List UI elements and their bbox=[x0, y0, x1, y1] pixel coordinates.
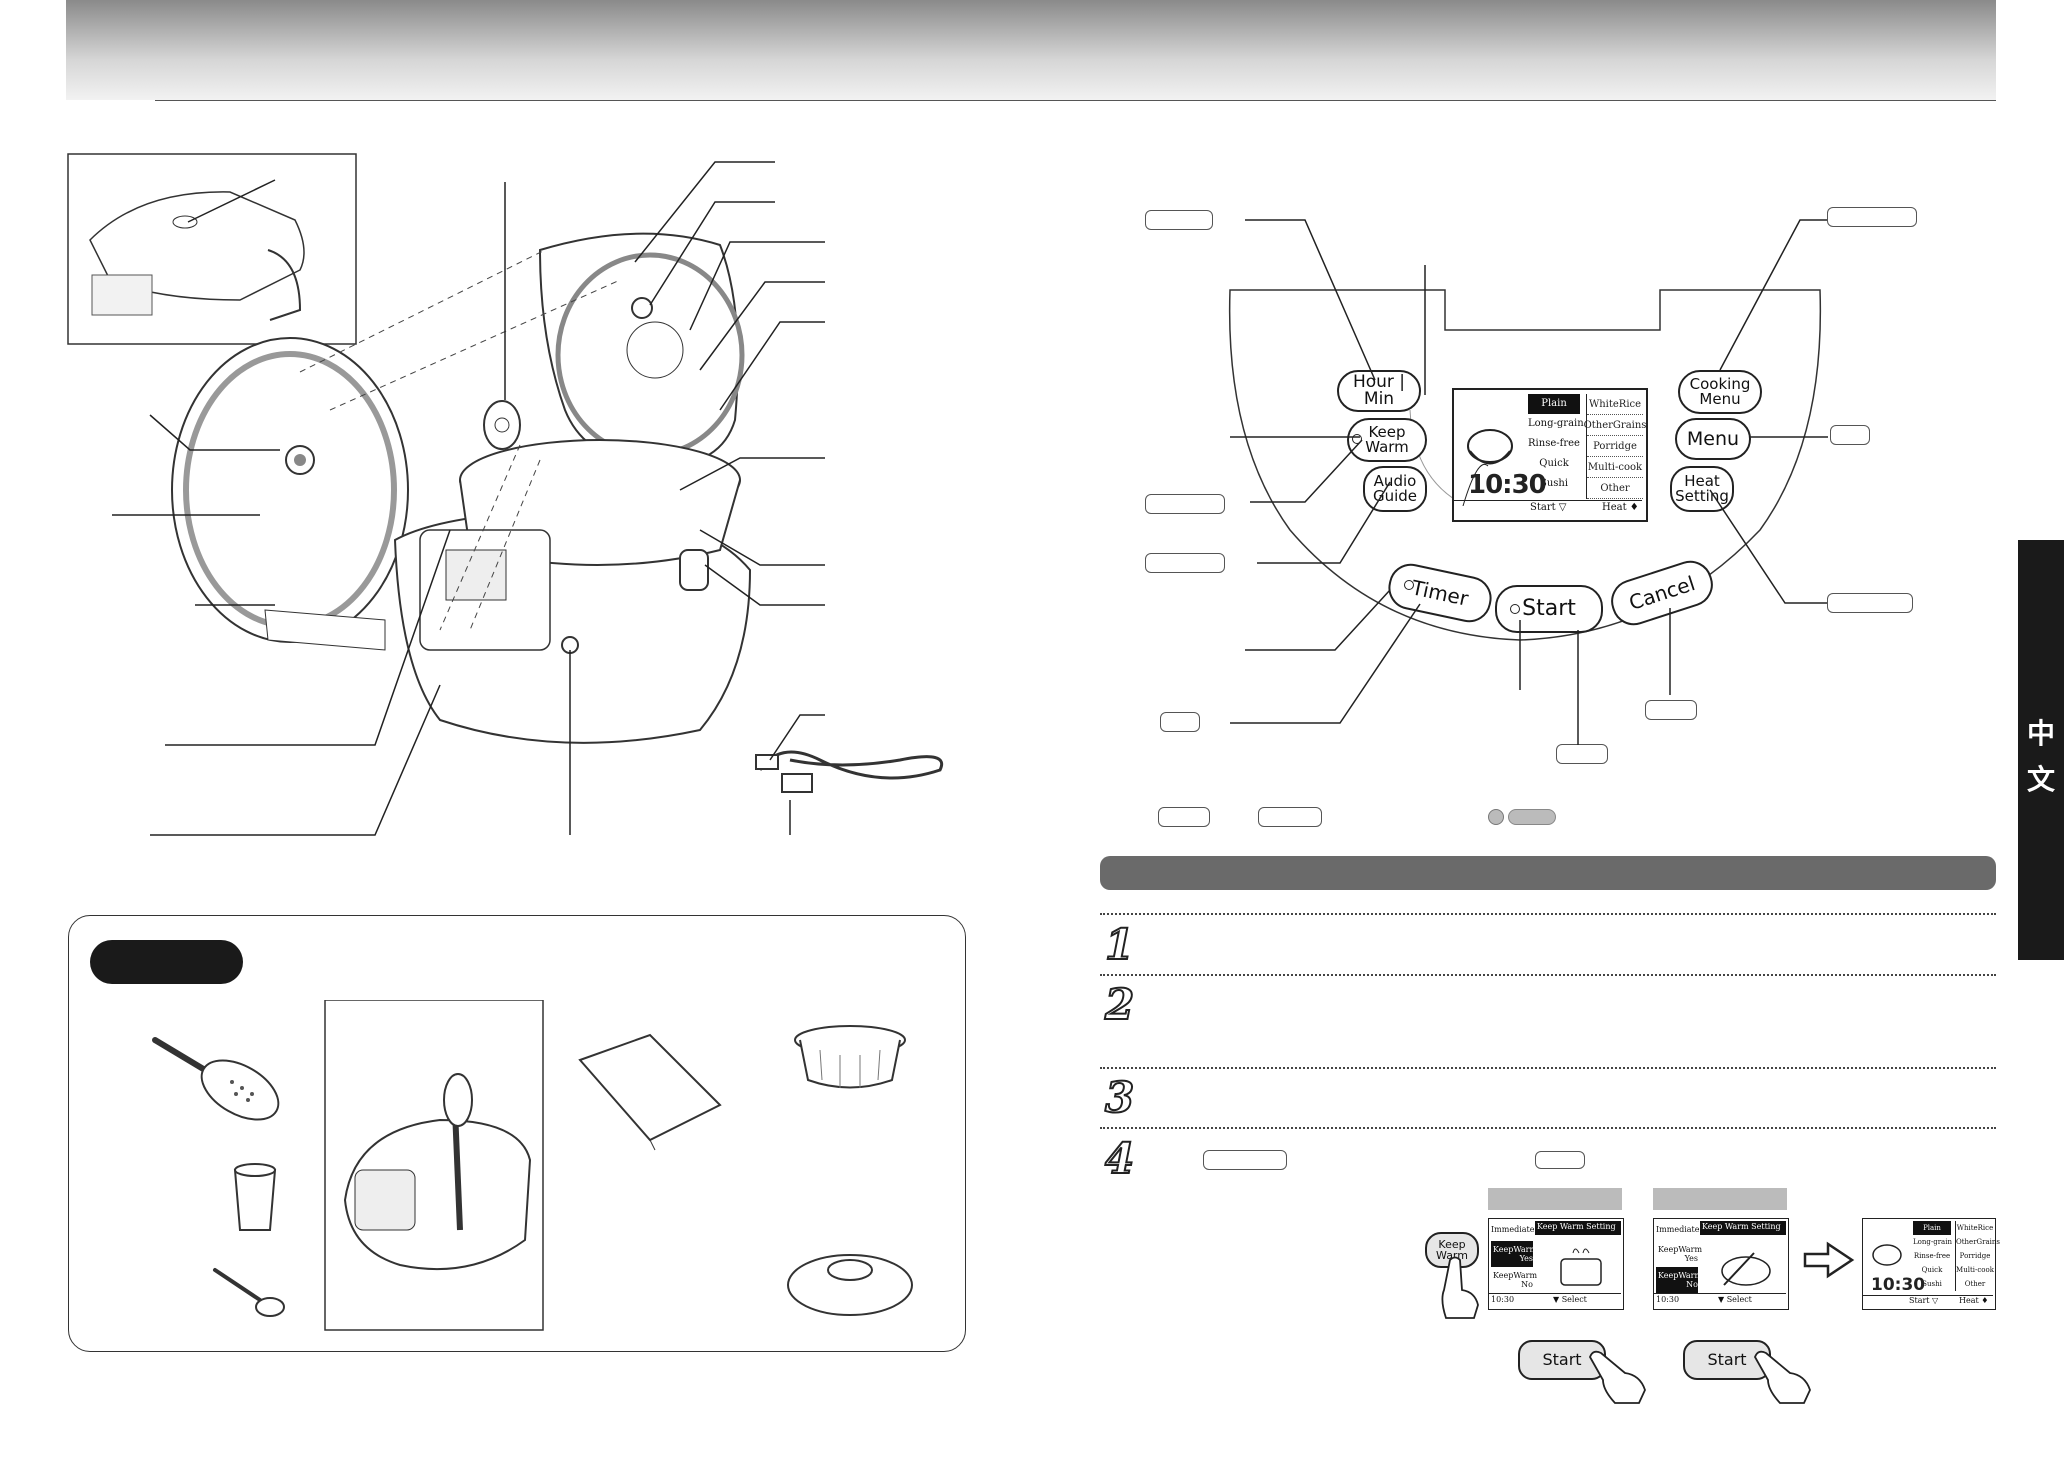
result-start-label: Start ▽ bbox=[1909, 1296, 1939, 1305]
indicator-legend-dot bbox=[1488, 809, 1504, 825]
label-pill bbox=[1827, 207, 1917, 227]
power-cord bbox=[758, 750, 944, 780]
start-indicator bbox=[1510, 604, 1520, 614]
lcd-item-rinse-free: Rinse-free bbox=[1528, 438, 1580, 449]
result-item-white-rice: WhiteRice bbox=[1956, 1224, 1994, 1232]
label-pill bbox=[1535, 1151, 1585, 1169]
steam-lid bbox=[787, 1254, 913, 1316]
header-rule bbox=[155, 100, 1996, 101]
finger-icon bbox=[1441, 1256, 1479, 1319]
result-item-porridge: Porridge bbox=[1959, 1252, 1991, 1260]
lcd-item-multi-cook: Multi-cook bbox=[1587, 457, 1643, 478]
label-pill bbox=[1145, 494, 1225, 514]
result-item-long-grain: Long-grain bbox=[1913, 1238, 1952, 1246]
lcd-item-other-grains: OtherGrains bbox=[1584, 415, 1646, 436]
label-pill bbox=[1830, 425, 1870, 445]
accessories-box bbox=[68, 915, 966, 1352]
finger-icon bbox=[1589, 1350, 1646, 1404]
start-button[interactable]: Start bbox=[1495, 585, 1603, 633]
language-side-tab bbox=[2018, 540, 2064, 960]
result-item-sushi: Sushi bbox=[1922, 1280, 1942, 1288]
step-number-2: 2 bbox=[1104, 979, 1135, 1030]
label-pill bbox=[1203, 1150, 1287, 1170]
screen1: Immediate KeepWarm Yes KeepWarm No Keep … bbox=[1488, 1218, 1624, 1310]
keep-warm-indicator bbox=[1352, 434, 1362, 444]
screen1-select: ▼ Select bbox=[1553, 1295, 1587, 1304]
screen2: Immediate KeepWarm Yes KeepWarm No Keep … bbox=[1653, 1218, 1789, 1310]
screen2-caption-bar bbox=[1653, 1188, 1787, 1210]
inner-lid bbox=[171, 337, 409, 643]
menu-button[interactable]: Menu bbox=[1675, 418, 1751, 460]
label-pill bbox=[1827, 593, 1913, 613]
page-header-band bbox=[66, 0, 1996, 100]
screen1-caption-bar bbox=[1488, 1188, 1622, 1210]
screen1-kw-yes: KeepWarm Yes bbox=[1493, 1245, 1538, 1263]
step-number-1: 1 bbox=[1104, 919, 1135, 970]
rice-cooker-parts-diagram bbox=[67, 153, 944, 836]
step-separator bbox=[1100, 974, 1996, 976]
screen1-immediate: Immediate bbox=[1491, 1225, 1535, 1234]
instruction-booklet bbox=[578, 1033, 722, 1142]
side-tab-char-1: 中 bbox=[2026, 717, 2055, 750]
screen2-kw-yes: KeepWarm Yes bbox=[1658, 1245, 1703, 1263]
screen2-immediate: Immediate bbox=[1656, 1225, 1700, 1234]
screen2-kw-no: KeepWarm No bbox=[1658, 1271, 1703, 1289]
indicator-legend-pill bbox=[1508, 809, 1556, 825]
rice-paddle bbox=[200, 1059, 280, 1121]
label-pill bbox=[1160, 712, 1200, 732]
press-keep-warm-button[interactable]: Keep Warm bbox=[1425, 1232, 1479, 1268]
label-pill bbox=[1158, 807, 1210, 827]
result-time: 10:30 bbox=[1871, 1275, 1926, 1295]
lcd-item-quick: Quick bbox=[1539, 458, 1569, 469]
heat-setting-button[interactable]: Heat Setting bbox=[1670, 466, 1734, 512]
step-number-3: 3 bbox=[1104, 1072, 1135, 1123]
section-header-band bbox=[1100, 856, 1996, 890]
panel-leader-lines bbox=[1230, 219, 1828, 745]
lcd-start-label: Start ▽ bbox=[1530, 502, 1567, 513]
lcd-item-porridge: Porridge bbox=[1587, 436, 1643, 457]
lcd-item-other: Other bbox=[1587, 478, 1643, 499]
result-item-plain: Plain bbox=[1913, 1221, 1951, 1235]
step-separator bbox=[1100, 1067, 1996, 1069]
label-pill bbox=[1258, 807, 1322, 827]
screen1-kw-no: KeepWarm No bbox=[1493, 1271, 1538, 1289]
screen1-time: 10:30 bbox=[1491, 1295, 1515, 1304]
lcd-item-sushi: Sushi bbox=[1539, 478, 1569, 489]
result-item-quick: Quick bbox=[1921, 1266, 1943, 1274]
accessories-tag bbox=[90, 940, 243, 984]
lcd-item-long-grain: Long-grain bbox=[1528, 418, 1584, 429]
step-separator bbox=[1100, 913, 1996, 915]
measuring-cup bbox=[233, 1169, 277, 1231]
timer-indicator bbox=[1404, 580, 1414, 590]
result-item-other: Other bbox=[1964, 1280, 1986, 1288]
finger-icon bbox=[1754, 1350, 1811, 1404]
result-heat-label: Heat ♦ bbox=[1959, 1296, 1989, 1305]
ladle bbox=[255, 1297, 285, 1317]
cooking-menu-button[interactable]: Cooking Menu bbox=[1678, 370, 1762, 414]
screen2-header: Keep Warm Setting bbox=[1702, 1222, 1781, 1231]
screen2-select: ▼ Select bbox=[1718, 1295, 1752, 1304]
lcd-display: Plain Long-grain Rinse-free Quick Sushi … bbox=[1452, 388, 1648, 522]
screen2-time: 10:30 bbox=[1656, 1295, 1680, 1304]
screen1-header: Keep Warm Setting bbox=[1537, 1222, 1616, 1231]
hour-min-button[interactable]: Hour | Min bbox=[1337, 370, 1421, 412]
right-arrow-icon bbox=[1803, 1241, 1855, 1279]
label-pill bbox=[1645, 700, 1697, 720]
result-item-rinse-free: Rinse-free bbox=[1913, 1252, 1951, 1260]
result-screen: Plain Long-grain Rinse-free Quick Sushi … bbox=[1862, 1218, 2000, 1310]
lcd-time: 10:30 bbox=[1468, 470, 1547, 500]
step-number-4: 4 bbox=[1104, 1133, 1135, 1184]
side-tab-char-2: 文 bbox=[2026, 763, 2055, 796]
label-pill bbox=[1145, 210, 1213, 230]
lcd-item-plain: Plain bbox=[1528, 394, 1580, 414]
step-separator bbox=[1100, 1127, 1996, 1129]
lcd-heat-label: Heat ♦ bbox=[1602, 502, 1639, 513]
result-item-multi-cook: Multi-cook bbox=[1956, 1266, 1994, 1274]
lcd-item-white-rice: WhiteRice bbox=[1587, 394, 1643, 415]
result-item-other-grains: OtherGrains bbox=[1956, 1238, 2000, 1246]
accessories-illustrations bbox=[152, 1000, 913, 1331]
label-pill bbox=[1556, 744, 1608, 764]
label-pill bbox=[1145, 553, 1225, 573]
